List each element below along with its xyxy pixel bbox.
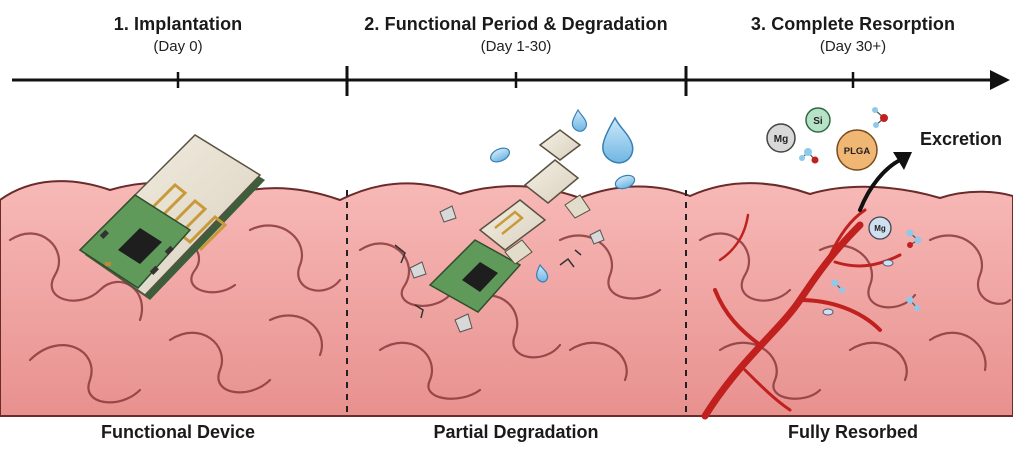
molecule-mg-small-label: Mg [874,224,886,233]
excretion-label: Excretion [920,129,1002,150]
molecule-mg-label: Mg [774,134,788,145]
molecule-si-label: Si [813,116,823,127]
panel-3-label: Fully Resorbed [788,422,918,443]
molecule-plga-label: PLGA [844,146,871,157]
panel-1-label: Functional Device [101,422,255,443]
timeline-arrow [12,66,1010,96]
panel-2-label: Partial Degradation [433,422,598,443]
